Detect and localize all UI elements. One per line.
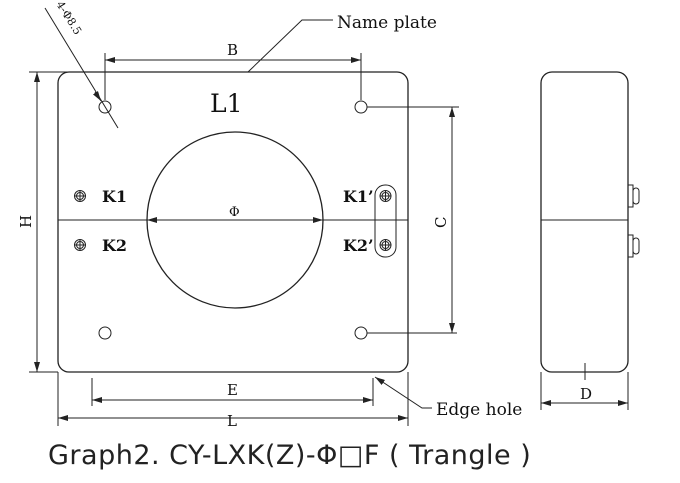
screw-icon: [379, 190, 392, 202]
hole-spec-callout: 4-Φ8.5: [44, 0, 119, 129]
screw-icon: [74, 190, 86, 202]
side-view: D: [540, 71, 640, 410]
svg-text:Edge hole: Edge hole: [436, 400, 522, 420]
label-phi: Φ: [229, 205, 240, 220]
mount-hole: [98, 326, 112, 340]
svg-text:L: L: [227, 412, 237, 430]
label-K2: K2: [102, 236, 127, 255]
screw-icon: [379, 239, 392, 251]
svg-text:4-Φ8.5: 4-Φ8.5: [53, 0, 84, 37]
svg-text:E: E: [227, 381, 238, 399]
label-K2-prime: K2’: [343, 236, 374, 255]
mount-hole: [98, 100, 112, 114]
label-K1-prime: K1’: [343, 187, 374, 206]
terminal-link-bar: [374, 184, 397, 258]
front-view: L1 K1 K2 K1’ K2’ Φ: [57, 71, 409, 373]
mount-hole: [354, 326, 368, 340]
screw-icon: [74, 239, 86, 251]
svg-text:D: D: [580, 385, 592, 403]
label-L1: L1: [210, 89, 243, 118]
name-plate-callout: Name plate: [247, 13, 437, 73]
dimension-H: H: [17, 71, 68, 373]
label-K1: K1: [102, 187, 127, 206]
plate-outline: [57, 71, 409, 373]
mount-hole: [354, 100, 368, 114]
side-outline: [540, 71, 629, 373]
svg-text:C: C: [432, 217, 450, 228]
svg-text:B: B: [227, 41, 238, 59]
dimension-B: B: [104, 41, 362, 100]
svg-text:Name plate: Name plate: [337, 13, 437, 33]
dimension-E: E: [91, 378, 374, 406]
caption: Graph2. CY-LXK(Z)-Φ□F ( Trangle ): [48, 440, 532, 471]
dimension-C: C: [367, 106, 459, 334]
svg-text:H: H: [17, 215, 35, 228]
edge-hole-callout: Edge hole: [374, 376, 522, 420]
